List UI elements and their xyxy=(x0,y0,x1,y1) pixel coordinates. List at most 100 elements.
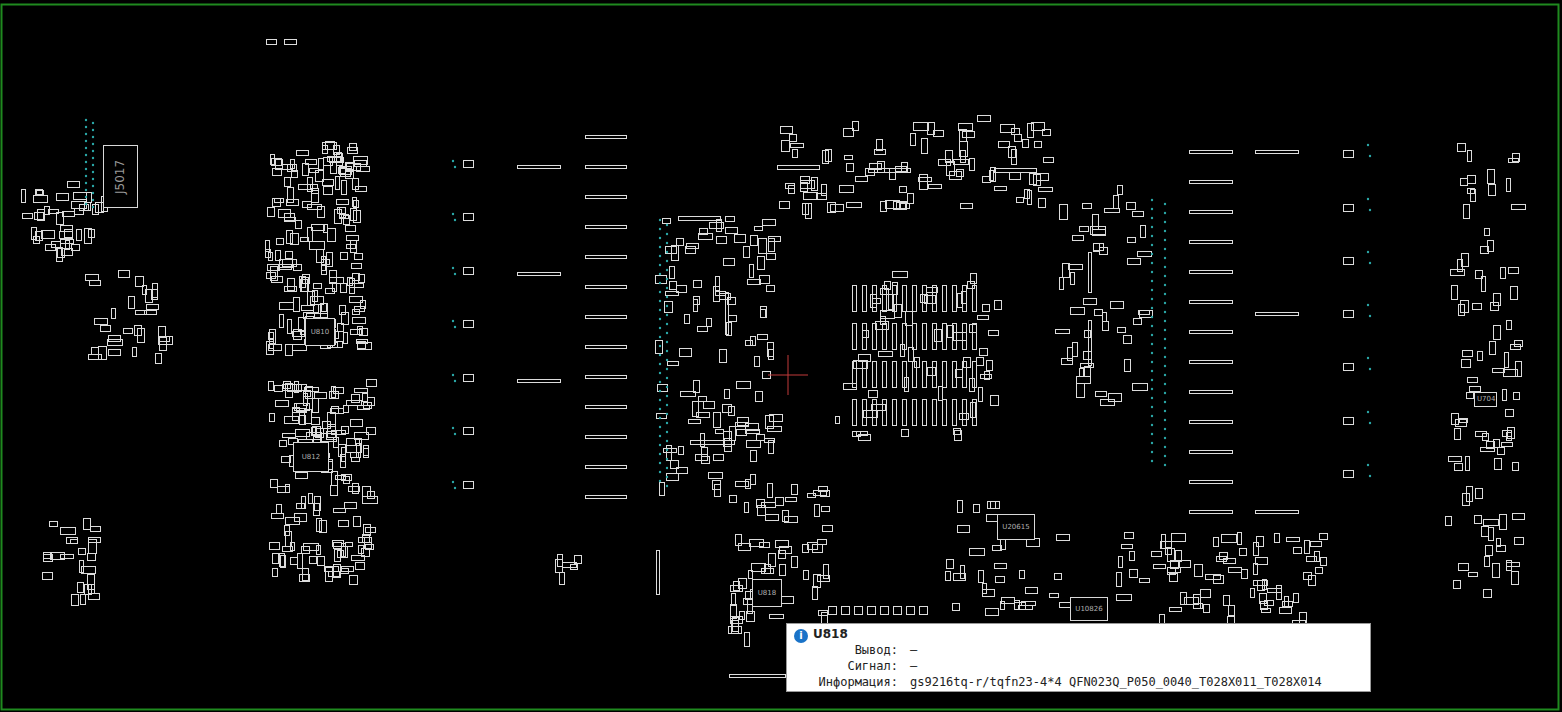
pad-outline xyxy=(732,621,739,634)
via xyxy=(1164,203,1166,205)
pad-outline xyxy=(312,418,320,425)
via xyxy=(92,122,94,124)
pad-outline xyxy=(1277,586,1282,600)
pad-outline xyxy=(1125,533,1134,539)
pad-outline xyxy=(35,213,44,220)
via-dots xyxy=(85,119,1371,489)
via xyxy=(666,278,668,280)
pad-outline xyxy=(913,324,917,350)
pad-outline xyxy=(283,434,296,438)
pad-outline xyxy=(296,430,310,437)
pad-outline xyxy=(586,496,627,499)
pad-outline xyxy=(342,181,347,195)
pad-outline xyxy=(913,400,917,426)
pad-outline xyxy=(792,485,798,495)
pad-outline xyxy=(893,362,897,388)
via xyxy=(659,219,661,221)
pad-outline xyxy=(81,595,86,605)
via xyxy=(85,140,87,142)
pad-outline xyxy=(1515,341,1523,347)
pad-outline xyxy=(1154,565,1166,569)
pad-outline xyxy=(1190,211,1233,214)
pad-outline xyxy=(1204,605,1210,613)
pad-outline xyxy=(269,345,282,351)
pad-outline xyxy=(656,341,663,354)
pad-outline xyxy=(943,324,947,350)
pad-outline xyxy=(1224,596,1230,606)
pad-outline xyxy=(1118,328,1126,333)
pad-outline xyxy=(903,324,907,350)
pad-outline xyxy=(314,284,322,289)
pad-outline xyxy=(1462,254,1469,267)
via xyxy=(1164,356,1166,358)
pad-outline xyxy=(322,257,326,271)
pad-outline xyxy=(42,231,55,239)
via xyxy=(659,471,661,473)
pad-outline xyxy=(88,554,96,561)
pad-outline xyxy=(1062,359,1073,365)
cursor-cross xyxy=(768,355,808,395)
pad-outline xyxy=(133,348,137,357)
pad-outline xyxy=(893,400,897,426)
pad-outline xyxy=(766,515,779,521)
pad-outline xyxy=(1473,304,1482,310)
pad-outline xyxy=(963,132,975,138)
pad-outline xyxy=(934,131,944,137)
pad-outline xyxy=(836,417,840,424)
pad-outline xyxy=(344,406,349,413)
pad-outline xyxy=(327,253,333,267)
via xyxy=(1164,311,1166,313)
pad-outline xyxy=(983,305,990,312)
via xyxy=(1164,437,1166,439)
pad-outline xyxy=(302,547,310,554)
pad-outline xyxy=(363,394,368,402)
pad-outline xyxy=(806,204,812,219)
pad-outline xyxy=(883,400,887,426)
pad-outline xyxy=(1464,205,1470,219)
pad-outline xyxy=(762,569,774,574)
pad-outline xyxy=(1476,489,1483,499)
pad-outline xyxy=(1287,538,1300,542)
via xyxy=(659,291,661,293)
pad-outline xyxy=(280,260,293,268)
pad-outline xyxy=(694,381,700,393)
pad-outline xyxy=(873,286,877,312)
pad-outline xyxy=(341,253,348,260)
pad-outline xyxy=(853,400,857,426)
pad-outline xyxy=(991,396,999,406)
pad-outline xyxy=(306,160,317,165)
pad-outline xyxy=(357,340,368,344)
pad-outline xyxy=(283,165,293,170)
via xyxy=(1151,280,1153,282)
pad-outline xyxy=(1020,571,1025,579)
pad-outline xyxy=(1511,345,1521,350)
pad-outline xyxy=(1254,564,1258,575)
pad-outline xyxy=(724,259,735,266)
pad-outline xyxy=(1089,321,1092,366)
pad-outline xyxy=(660,483,665,496)
pad-outline xyxy=(160,337,167,351)
pad-outline xyxy=(280,554,285,567)
via xyxy=(85,175,87,177)
pad-outline xyxy=(87,193,92,203)
pad-outline xyxy=(739,544,751,551)
pad-outline xyxy=(778,166,820,170)
pad-outline xyxy=(268,208,275,217)
via xyxy=(666,224,668,226)
via xyxy=(666,368,668,370)
pad-outline xyxy=(928,368,936,376)
via xyxy=(85,133,87,135)
pad-outline xyxy=(355,389,368,393)
info-tooltip: U818Вывод:—Сигнал:—Информация:gs9216tq-r… xyxy=(786,623,1371,692)
pad-outline xyxy=(1100,248,1108,255)
pad-outline xyxy=(1190,391,1233,394)
pad-outline xyxy=(668,362,679,366)
pad-outline xyxy=(288,279,295,291)
pad-outline xyxy=(759,239,767,254)
pad-outline xyxy=(156,354,162,364)
pad-outline xyxy=(1482,527,1489,537)
pad-outline xyxy=(704,402,715,409)
pad-outline xyxy=(973,324,977,350)
pad-outline xyxy=(296,473,308,479)
pad-outline xyxy=(335,210,342,224)
